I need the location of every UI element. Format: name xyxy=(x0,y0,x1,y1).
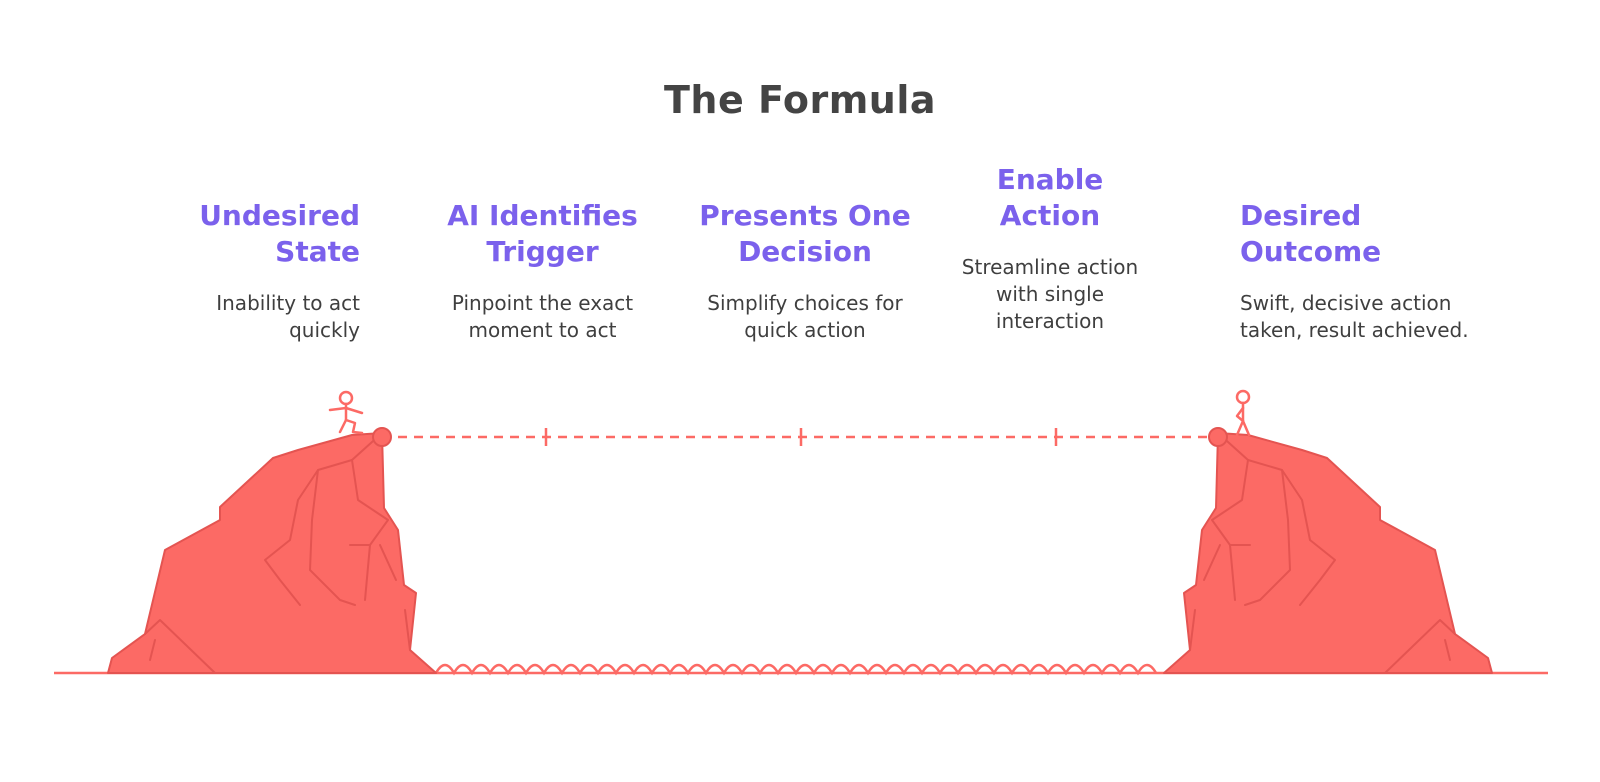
step-desired-outcome: Desired Outcome Swift, decisive action t… xyxy=(1240,198,1540,344)
step-heading: Desired Outcome xyxy=(1240,199,1382,268)
step-heading: Enable Action xyxy=(996,163,1104,232)
diagram-title: The Formula xyxy=(663,78,937,122)
standing-person-icon xyxy=(1235,389,1251,437)
step-heading: Presents One Decision xyxy=(699,199,911,268)
step-description: Swift, decisive action taken, result ach… xyxy=(1240,291,1469,342)
step-ai-identifies-trigger: AI Identifies Trigger Pinpoint the exact… xyxy=(420,198,665,344)
step-heading: AI Identifies Trigger xyxy=(447,199,638,268)
bridge-start-node xyxy=(372,427,392,447)
step-presents-one-decision: Presents One Decision Simplify choices f… xyxy=(680,198,930,344)
step-description: Pinpoint the exact moment to act xyxy=(451,291,634,342)
step-undesired-state: Undesired State Inability to act quickly xyxy=(150,198,360,344)
step-description: Streamline action with single interactio… xyxy=(961,255,1139,333)
stepping-person-icon xyxy=(328,390,364,435)
right-cliff xyxy=(1163,432,1493,674)
step-description: Inability to act quickly xyxy=(216,291,360,342)
left-cliff xyxy=(107,432,437,674)
bridge-end-node xyxy=(1208,427,1228,447)
step-description: Simplify choices for quick action xyxy=(707,291,903,342)
water-waves xyxy=(434,663,1158,676)
step-enable-action: Enable Action Streamline action with sin… xyxy=(930,162,1170,335)
step-heading: Undesired State xyxy=(199,199,360,268)
